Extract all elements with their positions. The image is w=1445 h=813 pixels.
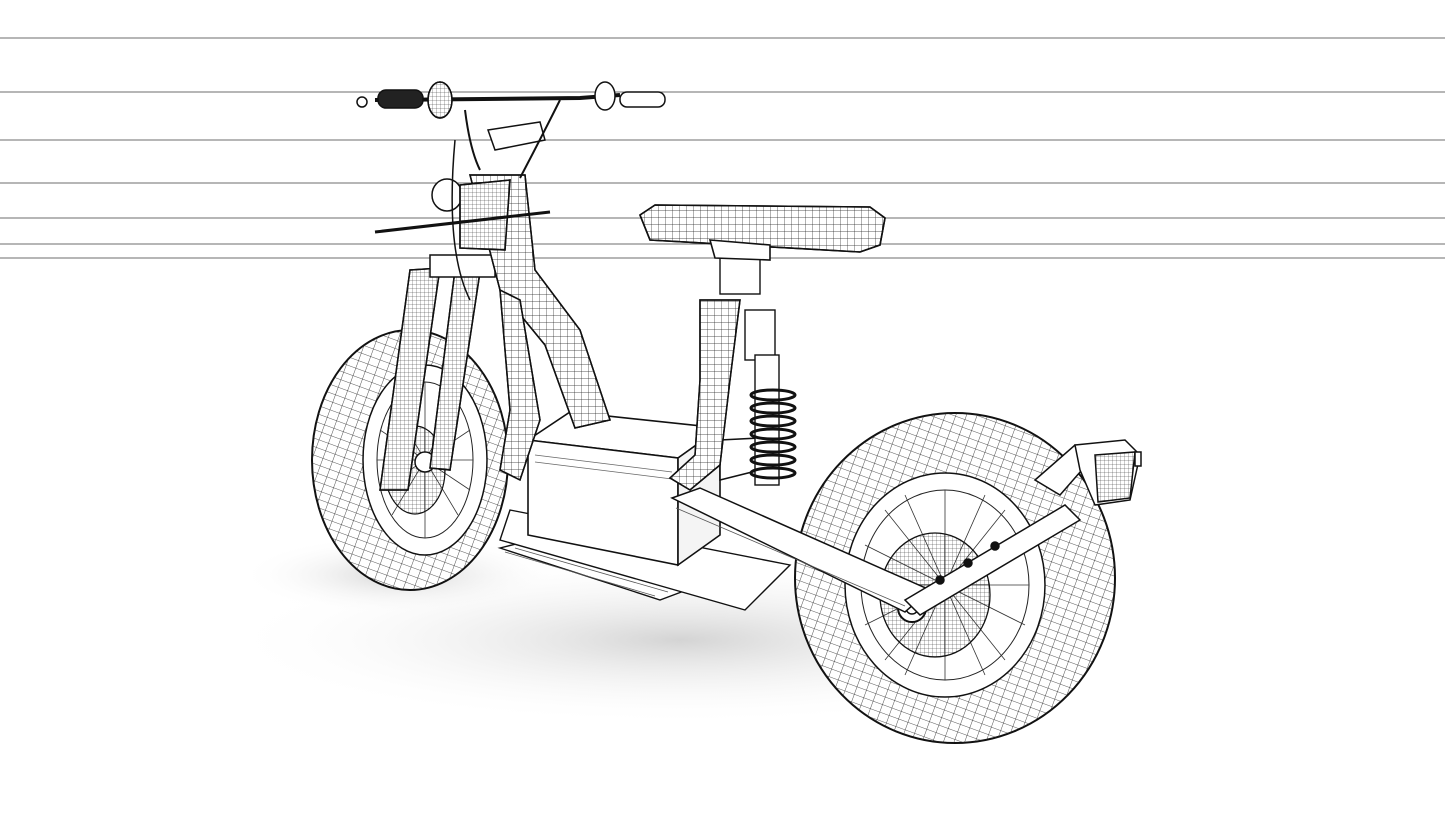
fender-icon bbox=[1033, 439, 1142, 506]
swing-arm bbox=[670, 487, 1082, 616]
seat-icon bbox=[639, 204, 886, 261]
handlebar-icon bbox=[356, 81, 666, 301]
front-fork bbox=[379, 254, 496, 491]
headlight-housing bbox=[374, 121, 551, 251]
shock-absorber-icon bbox=[719, 257, 797, 486]
battery-icon bbox=[525, 411, 761, 567]
